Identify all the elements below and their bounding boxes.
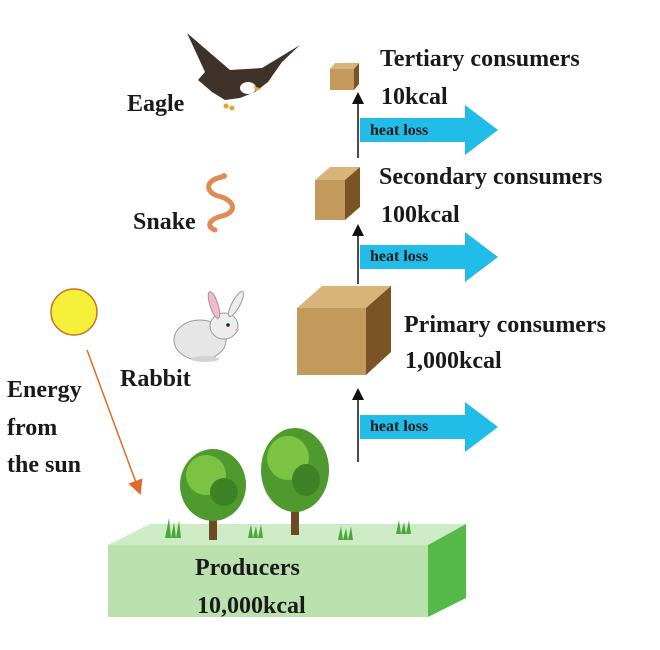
heat-loss-label: heat loss bbox=[370, 122, 429, 139]
sun-icon bbox=[50, 288, 98, 336]
organism-label-rabbit: Rabbit bbox=[120, 366, 191, 392]
producers-energy: 10,000kcal bbox=[197, 593, 306, 619]
sun-energy-arrow bbox=[86, 349, 143, 496]
tertiary-consumers-energy: 10kcal bbox=[381, 84, 448, 110]
grass-icon bbox=[165, 518, 411, 540]
secondary-consumers-energy: 100kcal bbox=[381, 202, 460, 228]
secondary-consumers-box bbox=[315, 167, 360, 220]
eagle-icon bbox=[187, 33, 300, 111]
producers-label: Producers bbox=[195, 555, 300, 581]
heat-loss-arrow bbox=[360, 232, 498, 282]
organism-label-eagle: Eagle bbox=[127, 91, 185, 117]
snake-icon bbox=[206, 173, 235, 233]
organism-label-snake: Snake bbox=[133, 209, 196, 235]
heat-loss-label: heat loss bbox=[370, 418, 429, 435]
sun-label-line: the sun bbox=[7, 452, 82, 478]
tree-icon bbox=[180, 449, 246, 540]
rabbit-icon bbox=[173, 290, 244, 362]
sun-label-line: from bbox=[7, 415, 58, 441]
sun-label-line: Energy bbox=[7, 377, 82, 403]
primary-consumers-energy: 1,000kcal bbox=[405, 348, 502, 374]
producers-slab bbox=[108, 524, 466, 617]
primary-consumers-box bbox=[297, 286, 391, 375]
secondary-consumers-label: Secondary consumers bbox=[379, 164, 603, 190]
primary-consumers-label: Primary consumers bbox=[404, 312, 606, 338]
tree-icon bbox=[261, 428, 329, 535]
tertiary-consumers-label: Tertiary consumers bbox=[380, 46, 580, 72]
tertiary-consumers-box bbox=[330, 63, 359, 90]
heat-loss-arrow bbox=[360, 105, 498, 155]
heat-loss-arrow bbox=[360, 402, 498, 452]
heat-loss-label: heat loss bbox=[370, 248, 429, 265]
